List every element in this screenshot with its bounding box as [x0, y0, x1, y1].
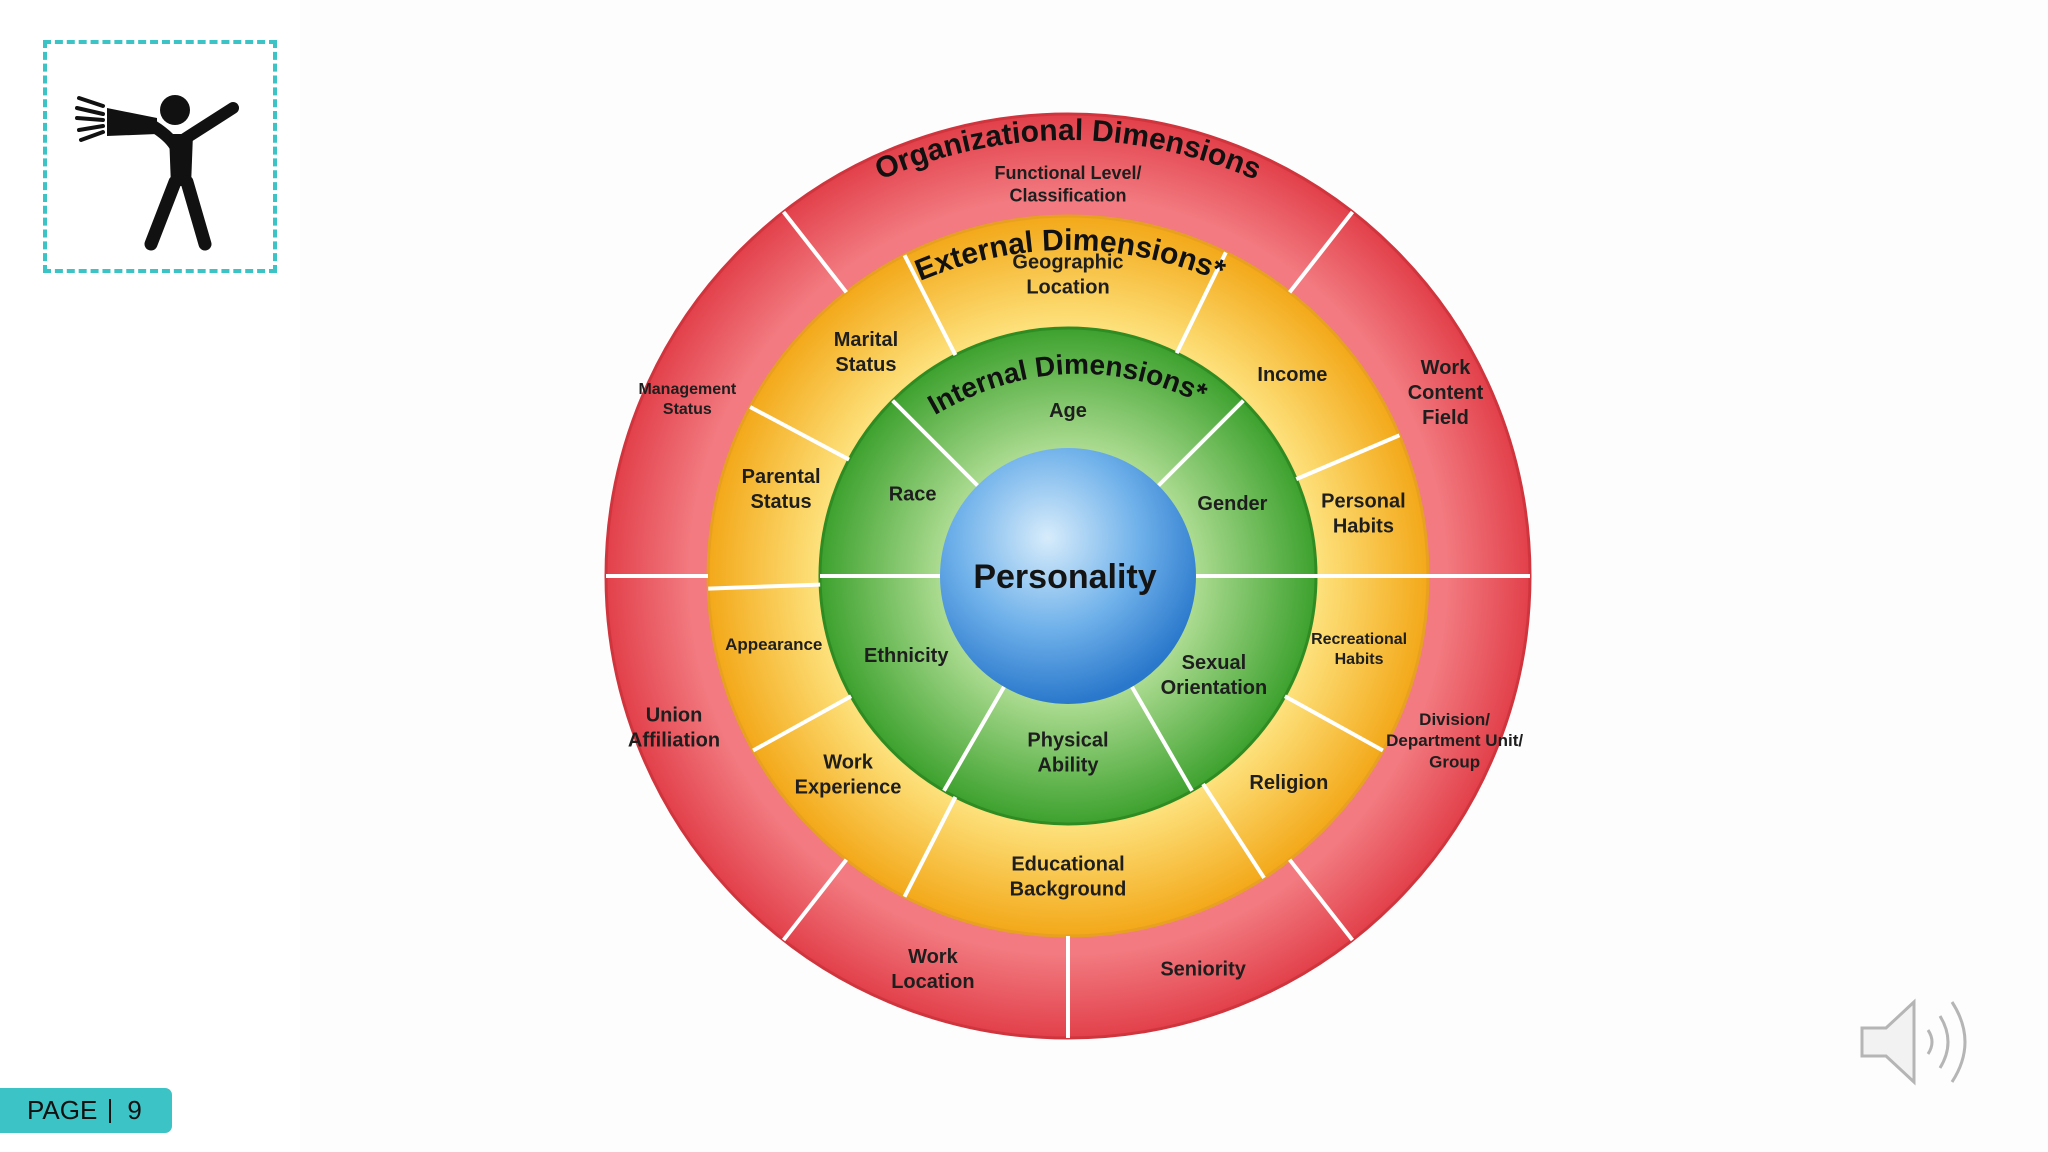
organizational-divider [781, 858, 848, 942]
internal-segment-label: Gender [1197, 493, 1267, 515]
external-divider [1295, 433, 1401, 481]
internal-divider [942, 685, 1006, 792]
speaker-icon[interactable] [1858, 994, 1984, 1090]
external-segment-label: Religion [1249, 772, 1328, 794]
page-indicator: PAGE 9 [0, 1088, 172, 1133]
segment-dividers [606, 210, 1530, 1038]
center-label: Personality [973, 558, 1156, 596]
organizational-segment-label: Division/Department Unit/Group [1386, 710, 1523, 772]
page-separator [109, 1098, 112, 1123]
external-divider [1283, 694, 1384, 753]
organizational-divider [1288, 858, 1355, 942]
external-divider [752, 694, 853, 753]
external-divider [1174, 251, 1228, 354]
organizational-divider [781, 210, 848, 294]
external-divider [1201, 782, 1266, 880]
external-divider [902, 796, 958, 898]
logo-frame [43, 40, 277, 273]
megaphone-person-icon [75, 95, 239, 251]
page-number: 9 [127, 1095, 142, 1125]
external-segment-label: Income [1257, 364, 1327, 386]
external-divider [749, 405, 850, 462]
external-segment-label: Appearance [725, 635, 822, 654]
personality-core [940, 448, 1196, 704]
organizational-segment-label: Functional Level/Classification [994, 163, 1141, 206]
internal-segment-label: Ethnicity [864, 645, 949, 667]
internal-segment-label: Age [1049, 400, 1087, 422]
internal-divider [1130, 685, 1194, 792]
internal-divider [1157, 399, 1245, 487]
external-divider [902, 254, 958, 356]
internal-divider [891, 399, 979, 487]
organizational-divider [1288, 210, 1355, 294]
internal-segment-label: Race [889, 483, 937, 505]
organizational-segment-label: Seniority [1160, 958, 1246, 980]
page-label: PAGE [27, 1095, 98, 1125]
external-divider [708, 582, 821, 591]
